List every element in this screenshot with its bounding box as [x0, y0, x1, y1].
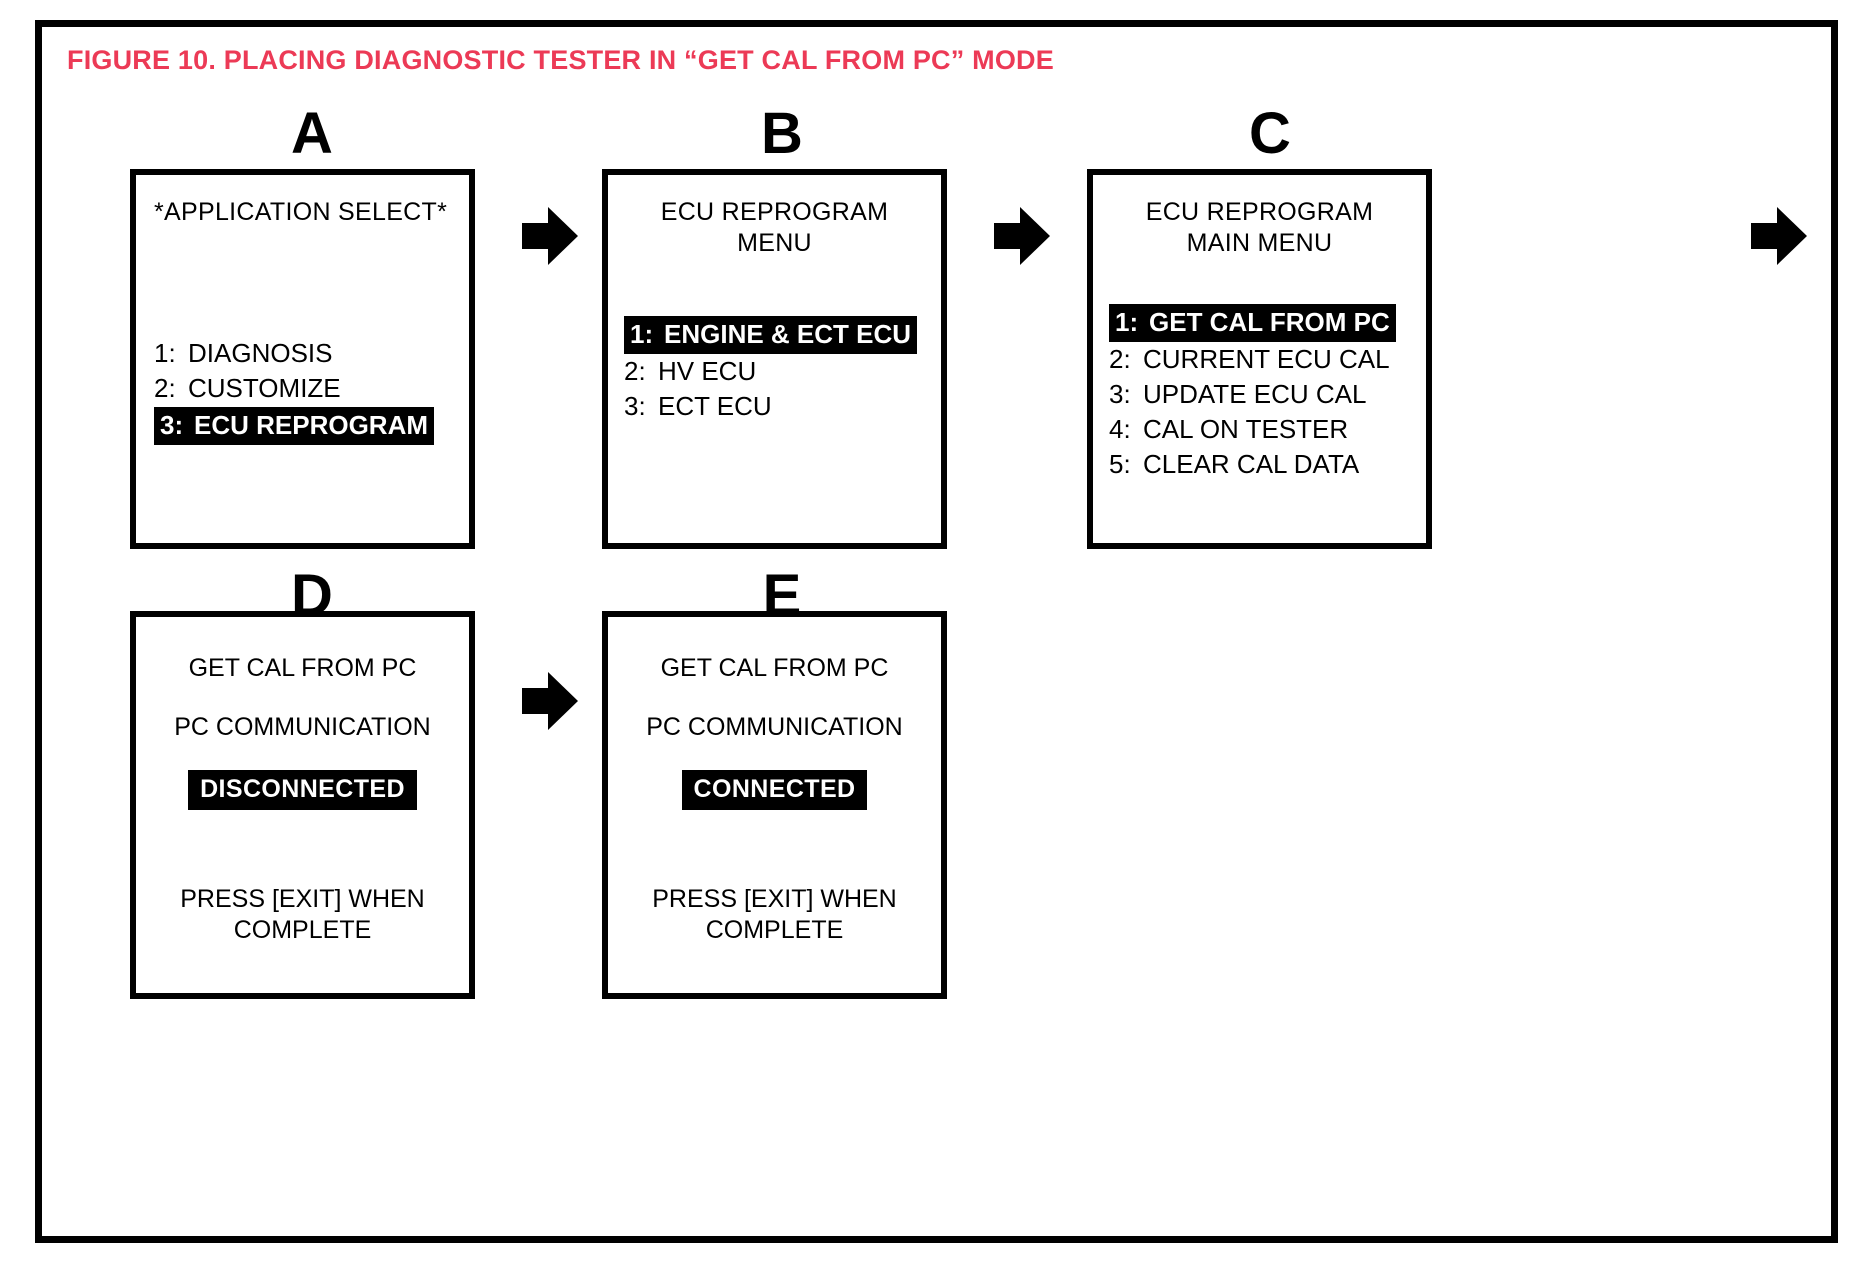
arrow-a-to-b-icon — [522, 205, 578, 267]
screen-d-footer: PRESS [EXIT] WHEN COMPLETE — [180, 884, 425, 944]
menu-label-c-4: CAL ON TESTER — [1143, 414, 1349, 445]
menu-item-b-2[interactable]: 2: HV ECU — [624, 354, 941, 389]
menu-index-a-3: 3: — [160, 409, 184, 440]
menu-item-b-1[interactable]: 1: ENGINE & ECT ECU — [624, 315, 918, 354]
menu-label-c-2: CURRENT ECU CAL — [1143, 343, 1390, 374]
arrow-d-to-e-icon — [522, 670, 578, 732]
tester-screen-d[interactable]: GET CAL FROM PC PC COMMUNICATION DISCONN… — [130, 611, 475, 999]
menu-item-c-5[interactable]: 5: CLEAR CAL DATA — [1109, 447, 1426, 482]
screen-d-subheader: PC COMMUNICATION — [174, 713, 431, 742]
screen-b-header: ECU REPROGRAM MENU — [660, 198, 889, 258]
menu-index-c-3: 3: — [1109, 378, 1131, 409]
menu-index-c-2: 2: — [1109, 343, 1131, 374]
menu-index-b-3: 3: — [624, 390, 646, 421]
status-badge-d: DISCONNECTED — [188, 769, 417, 810]
screen-d-header: GET CAL FROM PC — [188, 654, 417, 682]
menu-label-b-3: ECT ECU — [658, 390, 772, 421]
screen-b-menu[interactable]: 1: ENGINE & ECT ECU 2: HV ECU 3: ECT ECU — [624, 315, 941, 425]
figure-frame: FIGURE 10. PLACING DIAGNOSTIC TESTER IN … — [35, 20, 1838, 1243]
screen-e-header: GET CAL FROM PC — [660, 654, 889, 682]
menu-index-b-1: 1: — [630, 318, 654, 349]
panel-letter-c: C — [1249, 101, 1291, 166]
menu-index-c-4: 4: — [1109, 414, 1131, 445]
tester-screen-a[interactable]: *APPLICATION SELECT* 1: DIAGNOSIS 2: CUSTO… — [130, 169, 475, 549]
tester-screen-b[interactable]: ECU REPROGRAM MENU 1: ENGINE & ECT ECU 2:… — [602, 169, 947, 549]
menu-item-c-2[interactable]: 2: CURRENT ECU CAL — [1109, 342, 1426, 377]
menu-label-c-1: GET CAL FROM PC — [1149, 306, 1390, 337]
menu-label-a-1: DIAGNOSIS — [188, 338, 333, 369]
menu-label-c-3: UPDATE ECU CAL — [1143, 378, 1367, 409]
screen-a-menu[interactable]: 1: DIAGNOSIS 2: CUSTOMIZE 3: ECU REPROGRAM — [154, 336, 469, 445]
menu-label-c-5: CLEAR CAL DATA — [1143, 449, 1360, 480]
screen-c-menu[interactable]: 1: GET CAL FROM PC 2: CURRENT ECU CAL 3: UP… — [1109, 303, 1426, 483]
panel-letter-a: A — [291, 101, 333, 166]
menu-index-b-2: 2: — [624, 355, 646, 386]
screen-a-header: *APPLICATION SELECT* — [154, 198, 448, 226]
menu-label-b-1: ENGINE & ECT ECU — [664, 318, 912, 349]
menu-item-c-3[interactable]: 3: UPDATE ECU CAL — [1109, 377, 1426, 412]
menu-label-a-3: ECU REPROGRAM — [194, 409, 429, 440]
menu-index-a-2: 2: — [154, 373, 176, 404]
menu-item-c-4[interactable]: 4: CAL ON TESTER — [1109, 412, 1426, 447]
menu-item-a-1[interactable]: 1: DIAGNOSIS — [154, 336, 469, 371]
menu-index-c-5: 5: — [1109, 449, 1131, 480]
screen-c-header: ECU REPROGRAM MAIN MENU — [1145, 198, 1374, 258]
menu-index-a-1: 1: — [154, 338, 176, 369]
panel-letter-b: B — [761, 101, 803, 166]
menu-item-b-3[interactable]: 3: ECT ECU — [624, 389, 941, 424]
tester-screen-e[interactable]: GET CAL FROM PC PC COMMUNICATION CONNECT… — [602, 611, 947, 999]
arrow-b-to-c-icon — [994, 205, 1050, 267]
tester-screen-c[interactable]: ECU REPROGRAM MAIN MENU 1: GET CAL FROM P… — [1087, 169, 1432, 549]
menu-item-c-1[interactable]: 1: GET CAL FROM PC — [1109, 303, 1396, 342]
menu-index-c-1: 1: — [1115, 306, 1139, 337]
status-badge-e: CONNECTED — [681, 769, 868, 810]
screen-e-subheader: PC COMMUNICATION — [646, 713, 903, 742]
menu-item-a-2[interactable]: 2: CUSTOMIZE — [154, 371, 469, 406]
menu-label-a-2: CUSTOMIZE — [188, 373, 341, 404]
screen-e-footer: PRESS [EXIT] WHEN COMPLETE — [652, 884, 897, 944]
menu-label-b-2: HV ECU — [658, 355, 757, 386]
menu-item-a-3[interactable]: 3: ECU REPROGRAM — [154, 406, 435, 445]
arrow-c-to-d-icon — [1751, 205, 1807, 267]
figure-title: FIGURE 10. PLACING DIAGNOSTIC TESTER IN … — [67, 45, 1054, 75]
